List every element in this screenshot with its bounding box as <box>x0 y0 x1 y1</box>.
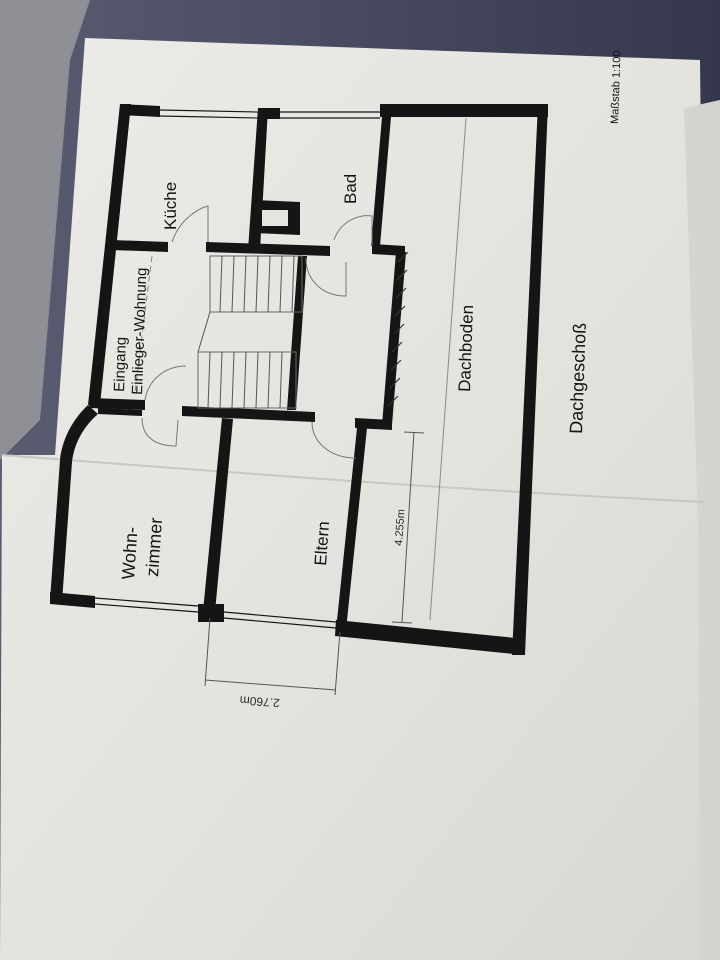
wall-attic-inner <box>371 117 391 246</box>
wall-entrance-bottom <box>89 398 145 410</box>
floor-title: Dachgeschoß <box>566 322 590 434</box>
wall-kitchen-bath <box>248 108 268 250</box>
wall-parents-top <box>355 418 392 430</box>
room-label-entrance-2: Einlieger-Wohnung <box>129 267 150 395</box>
thin-lines <box>134 117 467 621</box>
room-label-living-1: Wohn- <box>118 526 142 580</box>
paper-fold <box>1 454 706 503</box>
floor-plan <box>50 104 548 655</box>
wall-corridor-bottom <box>182 406 315 422</box>
room-label-kitchen: Küche <box>161 182 180 230</box>
wall-entrance-living <box>98 408 142 416</box>
dimension-label-depth: 4.255m <box>393 509 408 546</box>
room-label-attic: Dachboden <box>455 305 477 393</box>
dimension-depth <box>391 431 425 624</box>
wall-living-bottom <box>50 592 95 608</box>
paper-edge-right <box>684 100 720 960</box>
room-label-living-2: zimmer <box>142 517 166 577</box>
door-swings <box>141 205 373 459</box>
wall-attic-right <box>512 104 548 655</box>
table-left-patch <box>0 0 90 460</box>
wall-corridor-top <box>206 242 330 256</box>
wall-slope-upper <box>382 252 406 425</box>
wall-parents-right <box>336 428 367 630</box>
wall-attic-bottom <box>335 620 516 654</box>
dimension-width <box>204 617 341 696</box>
wall-pillar <box>198 604 224 622</box>
room-label-entrance-1: Eingang <box>111 337 130 393</box>
wall-kitchen-entrance <box>111 240 168 252</box>
dimension-label-width: 2.760m <box>239 693 280 710</box>
wall-living-left <box>50 405 98 602</box>
wall-left-upper <box>88 104 131 405</box>
wall-living-parents <box>203 418 233 612</box>
room-label-parents: Eltern <box>311 521 333 567</box>
scale-label: Maßstab 1:100 <box>609 50 624 124</box>
wall-top-attic <box>380 104 548 117</box>
room-label-bath: Bad <box>341 174 360 204</box>
staircase <box>197 255 303 409</box>
roof-slope-hatch <box>387 251 409 407</box>
